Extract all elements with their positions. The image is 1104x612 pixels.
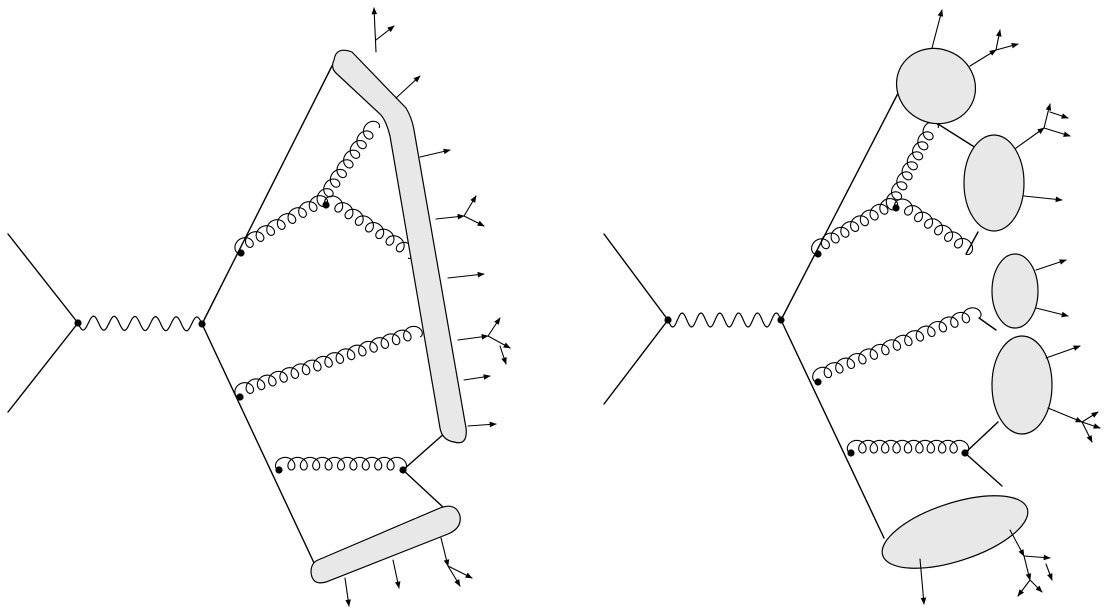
vertices-right [664,204,969,457]
gluon-10 [846,439,970,454]
gluon-7 [893,198,974,256]
hadron-arrows-right [919,9,1101,605]
gluon-5 [274,456,408,471]
photon-propagator [77,315,203,332]
antiquark-line [201,323,316,566]
cluster-4 [991,335,1053,435]
gluon-8 [885,121,939,211]
quark-to-string2 [402,431,447,471]
hadron-arrows-left [344,7,511,607]
gluon-2 [323,195,415,260]
vertices-left [74,201,407,474]
cluster-5 [881,495,1029,569]
incoming-lepton-2 [7,322,79,413]
incoming-lepton-3 [603,233,669,321]
cluster-2 [963,134,1025,232]
gluon-9 [812,307,982,383]
string-link [402,469,445,509]
string-tube-2 [310,505,461,584]
photon-propagator-2 [667,312,782,328]
gluon-1 [234,195,329,254]
gluon-3 [316,120,381,207]
gluon-4 [234,325,423,398]
panel-string [7,7,511,607]
cluster-3 [991,253,1039,329]
gluon-6 [811,198,899,255]
quark-line-2 [780,69,911,321]
incoming-lepton-4 [603,319,669,405]
quark-line [201,57,337,325]
cluster-1 [895,47,977,125]
panel-cluster [603,9,1101,605]
incoming-lepton-1 [7,233,79,324]
antiquark-line-2 [780,319,885,539]
string-tube-1 [331,49,467,444]
